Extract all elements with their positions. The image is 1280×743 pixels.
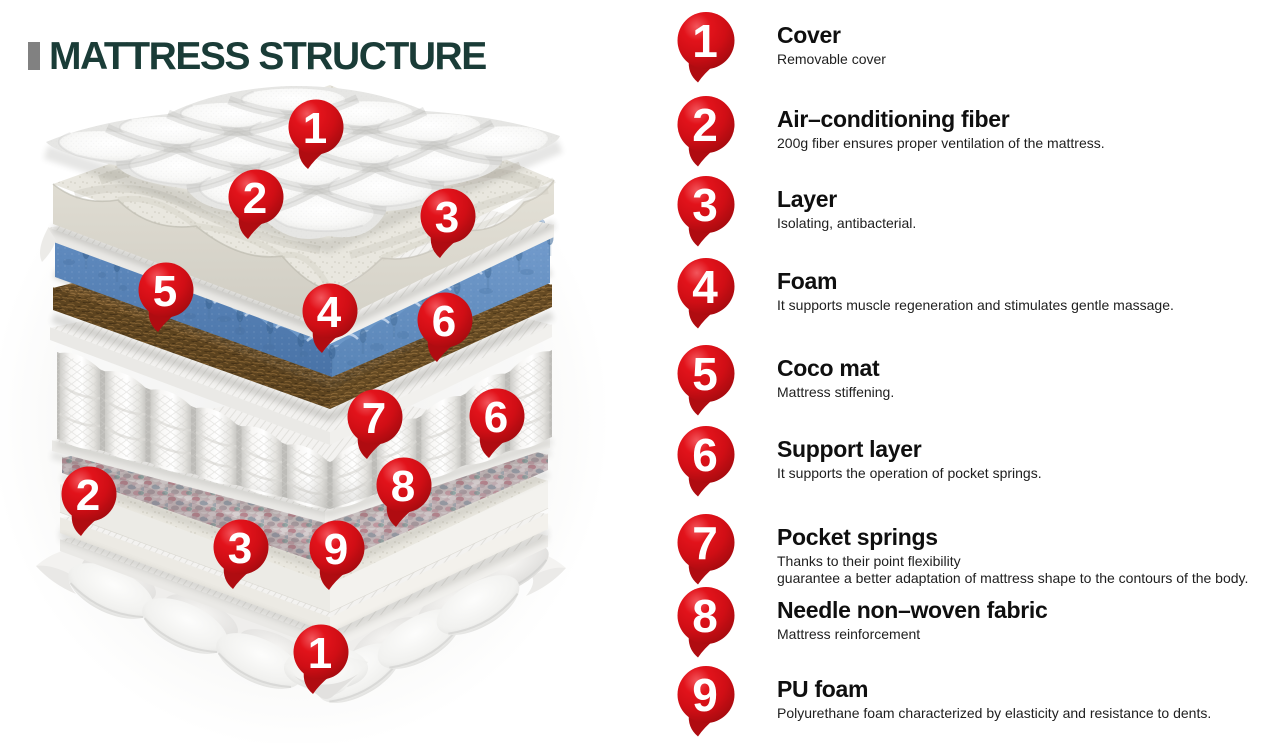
svg-text:2: 2	[692, 99, 718, 151]
svg-text:6: 6	[432, 297, 456, 346]
svg-text:3: 3	[435, 193, 459, 242]
svg-text:9: 9	[692, 669, 718, 721]
svg-text:8: 8	[692, 590, 718, 642]
svg-text:6: 6	[692, 429, 718, 481]
svg-text:5: 5	[692, 348, 718, 400]
svg-text:7: 7	[362, 394, 386, 443]
svg-text:6: 6	[484, 393, 508, 442]
svg-text:3: 3	[692, 179, 718, 231]
svg-text:3: 3	[228, 524, 252, 573]
svg-text:1: 1	[308, 629, 332, 678]
svg-text:1: 1	[303, 104, 327, 153]
svg-text:8: 8	[391, 462, 415, 511]
svg-text:1: 1	[692, 15, 718, 67]
svg-text:4: 4	[317, 288, 342, 337]
svg-text:4: 4	[692, 261, 718, 313]
svg-text:9: 9	[324, 525, 348, 574]
svg-text:2: 2	[243, 174, 267, 223]
svg-text:2: 2	[76, 471, 100, 520]
svg-text:7: 7	[692, 517, 718, 569]
svg-text:5: 5	[153, 267, 177, 316]
